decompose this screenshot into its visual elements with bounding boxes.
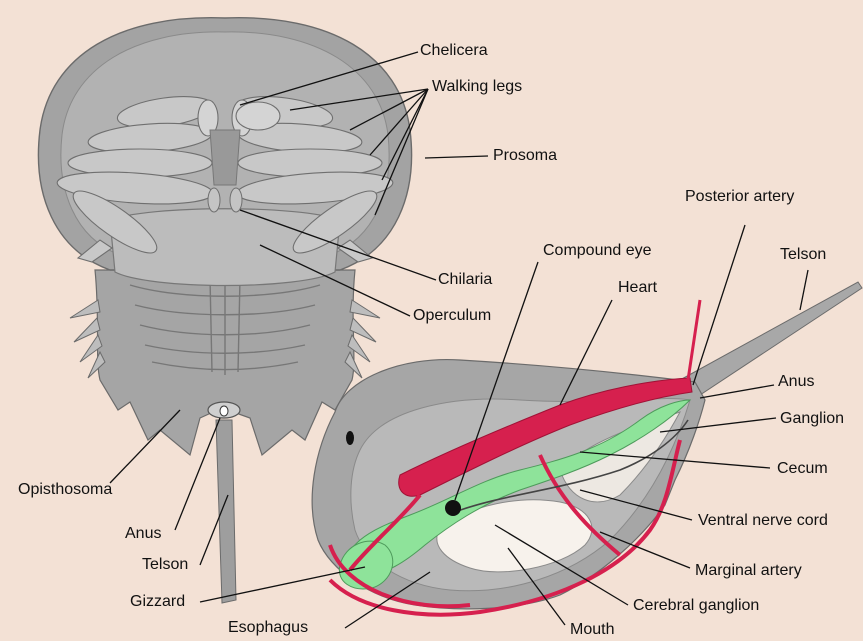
label-walking-legs: Walking legs: [432, 78, 522, 96]
label-opisthosoma: Opisthosoma: [18, 481, 112, 499]
label-operculum: Operculum: [413, 307, 491, 325]
label-heart: Heart: [618, 279, 657, 297]
label-telson-right: Telson: [780, 246, 826, 264]
label-mouth: Mouth: [570, 621, 614, 639]
label-chelicera: Chelicera: [420, 42, 488, 60]
label-gizzard: Gizzard: [130, 593, 185, 611]
telson-spine-lateral: [680, 282, 862, 395]
label-prosoma: Prosoma: [493, 147, 557, 165]
label-telson-left: Telson: [142, 556, 188, 574]
label-esophagus: Esophagus: [228, 619, 308, 637]
label-chilaria: Chilaria: [438, 271, 492, 289]
label-ganglion: Ganglion: [780, 410, 844, 428]
telson-spine-ventral: [216, 420, 236, 603]
label-marginal-artery: Marginal artery: [695, 562, 802, 580]
label-anus-right: Anus: [778, 373, 814, 391]
label-posterior-artery: Posterior artery: [685, 188, 794, 206]
label-anus-left: Anus: [125, 525, 161, 543]
label-compound-eye: Compound eye: [543, 242, 652, 260]
label-cecum: Cecum: [777, 460, 828, 478]
label-ventral-nerve-cord: Ventral nerve cord: [698, 512, 828, 530]
compound-eye-dot: [346, 431, 354, 445]
label-cerebral-ganglion: Cerebral ganglion: [633, 597, 759, 615]
